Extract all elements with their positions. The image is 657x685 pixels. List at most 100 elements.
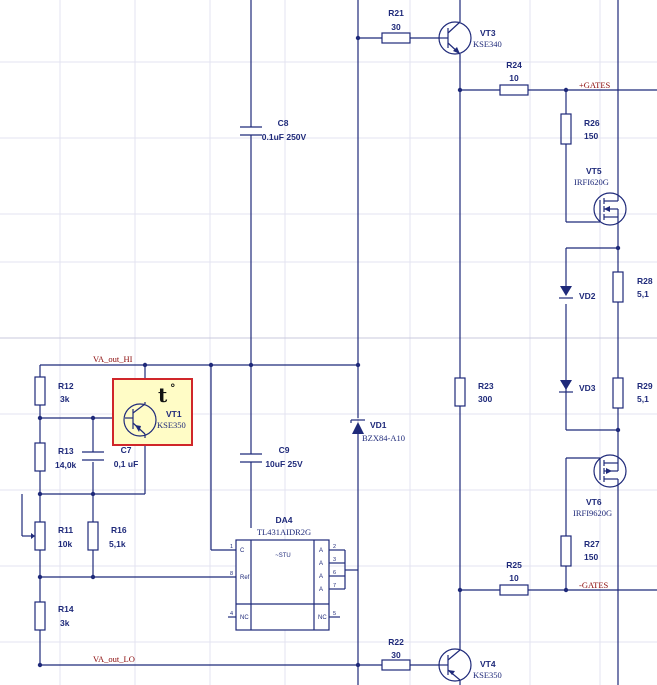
vt5-ref: VT5 — [586, 166, 602, 176]
r14-ref: R14 — [58, 604, 74, 614]
da4-pin-nc-right: NC — [318, 615, 327, 621]
da4-pin-num-7: 7 — [333, 583, 336, 589]
da4-body-label: ~STU — [275, 553, 291, 559]
capacitor-c8[interactable]: C8 0.1uF 250V — [240, 118, 307, 142]
thermal-degree-symbol: ° — [170, 382, 176, 395]
ic-da4[interactable]: DA4 TL431AIDR2G ~STU C Ref NC NC A A A A… — [230, 515, 358, 631]
r12-ref: R12 — [58, 381, 74, 391]
vd1-value: BZX84-A10 — [362, 433, 405, 443]
c7-ref: C7 — [121, 445, 132, 455]
vt3-value: KSE340 — [473, 39, 502, 49]
r13-value: 14,0k — [55, 460, 77, 470]
vt4-value: KSE350 — [473, 670, 502, 680]
r24-value: 10 — [509, 73, 519, 83]
da4-pin-ref: Ref — [240, 575, 250, 581]
r26-value: 150 — [584, 131, 598, 141]
resistor-r21[interactable]: R21 30 — [381, 8, 411, 44]
net-label-gates-pos: +GATES — [579, 80, 611, 90]
da4-pin-a6: A — [319, 574, 323, 580]
r29-value: 5,1 — [637, 394, 649, 404]
r11-ref: R11 — [58, 525, 73, 535]
r25-ref: R25 — [506, 560, 522, 570]
vt3-ref: VT3 — [480, 28, 496, 38]
da4-pin-num-3: 3 — [333, 557, 336, 563]
da4-pin-num-5: 5 — [333, 611, 336, 617]
da4-pin-nc-left: NC — [240, 615, 249, 621]
net-label-va-out-hi: VA_out_HI — [93, 354, 133, 364]
r14-value: 3k — [60, 618, 70, 628]
capacitor-c7[interactable]: C7 0,1 uF — [82, 445, 138, 469]
potentiometer-r11[interactable]: R11 10k — [31, 521, 73, 551]
r26-ref: R26 — [584, 118, 600, 128]
c9-value: 10uF 25V — [265, 459, 303, 469]
r25-value: 10 — [509, 573, 519, 583]
da4-pin-a7: A — [319, 587, 323, 593]
vt1-ref: VT1 — [166, 409, 182, 419]
resistor-r23[interactable]: R23 300 — [454, 377, 494, 407]
da4-pin-num-2: 2 — [333, 544, 336, 550]
junctions — [37, 35, 621, 668]
vt6-ref: VT6 — [586, 497, 602, 507]
zener-diode-vd1[interactable]: VD1 BZX84-A10 — [350, 419, 405, 443]
r28-ref: R28 — [637, 276, 653, 286]
mosfet-vt6[interactable]: VT6 IRFI9620G — [573, 454, 627, 518]
resistor-r26[interactable]: R26 150 — [560, 113, 600, 145]
c7-value: 0,1 uF — [114, 459, 139, 469]
r21-ref: R21 — [388, 8, 404, 18]
r27-value: 150 — [584, 552, 598, 562]
da4-pin-num-1: 1 — [230, 544, 233, 550]
resistor-r13[interactable]: R13 14,0k — [34, 442, 77, 472]
r24-ref: R24 — [506, 60, 522, 70]
c8-ref: C8 — [278, 118, 289, 128]
vd1-ref: VD1 — [370, 420, 387, 430]
r16-value: 5,1k — [109, 539, 126, 549]
r28-value: 5,1 — [637, 289, 649, 299]
vt5-value: IRFI620G — [574, 177, 609, 187]
resistor-r27[interactable]: R27 150 — [560, 535, 600, 567]
transistor-vt3[interactable]: VT3 KSE340 — [438, 21, 502, 55]
resistor-r28[interactable]: R28 5,1 — [612, 271, 653, 303]
net-label-va-out-lo: VA_out_LO — [93, 654, 135, 664]
resistor-r29[interactable]: R29 5,1 — [612, 377, 653, 409]
vd2-ref: VD2 — [579, 291, 596, 301]
resistor-r14[interactable]: R14 3k — [34, 601, 74, 631]
da4-pin-c: C — [240, 548, 245, 554]
transistor-vt4[interactable]: VT4 KSE350 — [438, 648, 502, 682]
resistor-r12[interactable]: R12 3k — [34, 376, 74, 406]
da4-pin-num-6: 6 — [333, 570, 336, 576]
diode-vd2[interactable]: VD2 — [559, 286, 596, 301]
c9-ref: C9 — [279, 445, 290, 455]
da4-ref: DA4 — [275, 515, 292, 525]
r23-value: 300 — [478, 394, 492, 404]
da4-pin-num-4: 4 — [230, 611, 233, 617]
r21-value: 30 — [391, 22, 401, 32]
r23-ref: R23 — [478, 381, 494, 391]
net-label-gates-neg: -GATES — [579, 580, 609, 590]
r22-value: 30 — [391, 650, 401, 660]
da4-pin-a3: A — [319, 561, 323, 567]
vd3-ref: VD3 — [579, 383, 596, 393]
capacitor-c9[interactable]: C9 10uF 25V — [240, 445, 303, 469]
thermal-t-symbol: t — [158, 383, 168, 407]
r29-ref: R29 — [637, 381, 653, 391]
mosfet-vt5[interactable]: VT5 IRFI620G — [574, 166, 627, 226]
resistor-r22[interactable]: R22 30 — [381, 637, 411, 671]
transistor-vt1[interactable]: VT1 KSE350 — [123, 402, 186, 438]
diode-vd3[interactable]: VD3 — [559, 380, 596, 393]
r16-ref: R16 — [111, 525, 127, 535]
r27-ref: R27 — [584, 539, 600, 549]
r12-value: 3k — [60, 394, 70, 404]
c8-value: 0.1uF 250V — [262, 132, 307, 142]
r13-ref: R13 — [58, 446, 74, 456]
resistor-r24[interactable]: R24 10 — [499, 60, 529, 96]
r22-ref: R22 — [388, 637, 404, 647]
resistor-r16[interactable]: R16 5,1k — [87, 521, 127, 551]
vt4-ref: VT4 — [480, 659, 496, 669]
da4-pin-a2: A — [319, 548, 323, 554]
resistor-r25[interactable]: R25 10 — [499, 560, 529, 596]
wires — [21, 0, 657, 685]
vt6-value: IRFI9620G — [573, 508, 612, 518]
vt1-value: KSE350 — [157, 420, 186, 430]
